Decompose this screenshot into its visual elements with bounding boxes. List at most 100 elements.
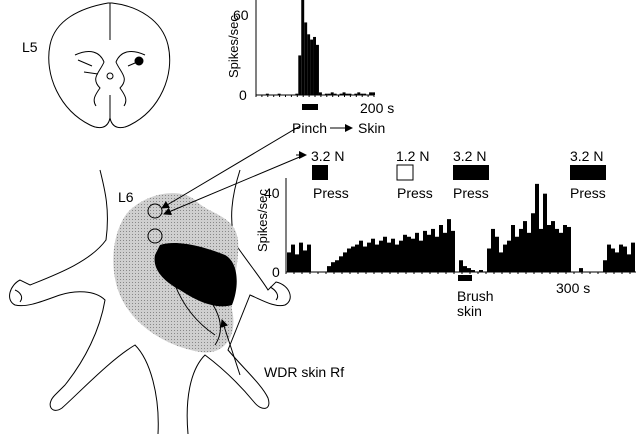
histogram-bar <box>395 244 399 272</box>
histogram-bar <box>527 232 531 272</box>
histogram-bar <box>623 246 627 272</box>
histogram-bar <box>343 252 347 272</box>
label-l6: L6 <box>118 189 134 205</box>
histogram-bar <box>372 92 375 95</box>
pinch-arrow <box>161 125 301 209</box>
histogram-bar <box>318 92 322 95</box>
press-force-1: 3.2 N <box>311 148 345 164</box>
press-force-3: 3.2 N <box>453 148 487 164</box>
histogram-bar <box>619 244 623 272</box>
body-outline <box>9 169 291 434</box>
histogram-bar <box>347 248 351 272</box>
histogram-bar <box>348 93 352 95</box>
histogram-bar <box>399 240 403 272</box>
histogram-bar <box>479 270 483 272</box>
histogram-bar <box>427 234 431 272</box>
histogram-bar <box>327 266 331 272</box>
histogram-bar <box>265 93 269 95</box>
histogram-bar <box>511 225 515 272</box>
scalebar-200s: 200 s <box>360 100 395 116</box>
histogram-bar <box>363 246 367 272</box>
recording-site-marker <box>134 56 144 66</box>
press-bar-2 <box>396 164 414 181</box>
press-bar-3 <box>453 165 489 180</box>
histogram-bar <box>567 226 571 272</box>
histogram-bar <box>495 236 499 272</box>
histogram-bar <box>291 244 295 272</box>
histogram-bar <box>535 183 539 272</box>
y-label-top: Spikes/sec <box>226 15 241 78</box>
press-force-4: 3.2 N <box>570 148 604 164</box>
histogram-bar <box>443 232 447 272</box>
label-skin: Skin <box>358 120 386 136</box>
electrode-site-1 <box>147 203 163 219</box>
histogram-bar <box>627 254 631 272</box>
histogram-bar <box>431 228 435 272</box>
histogram-bar <box>423 230 427 272</box>
histogram-bar <box>379 240 383 272</box>
histogram-bar <box>471 270 475 272</box>
high-threshold-area <box>154 243 237 307</box>
histogram-bar <box>387 242 391 272</box>
histogram-bar <box>459 260 463 272</box>
label-wdr: WDR skin Rf <box>264 364 345 380</box>
histogram-bar <box>307 244 311 272</box>
histogram-bar <box>355 244 359 272</box>
histogram-bar <box>439 225 443 272</box>
histogram-bar <box>391 238 395 272</box>
histogram-bar <box>551 221 555 272</box>
histogram-bar <box>407 236 411 272</box>
histogram-bar <box>579 268 583 272</box>
histogram-bar <box>359 240 363 272</box>
histogram-bar <box>403 234 407 272</box>
histogram-bar <box>360 93 364 95</box>
histogram-bar <box>277 93 281 95</box>
histogram-bar <box>491 228 495 272</box>
histogram-bar <box>331 262 335 272</box>
histogram-bar <box>463 266 467 272</box>
histogram-bar <box>631 242 635 272</box>
label-brush-skin: skin <box>457 303 482 319</box>
press-bar-4 <box>570 165 606 180</box>
press-label-4: Press <box>570 185 606 201</box>
histogram-bar <box>515 236 519 272</box>
histogram-bar <box>503 244 507 272</box>
histogram-bar <box>345 93 349 95</box>
histogram-bar <box>519 228 523 272</box>
histogram-bar <box>615 252 619 272</box>
histogram-bar <box>301 0 305 95</box>
histogram-bar <box>327 93 331 95</box>
histogram-bar <box>316 44 319 95</box>
histogram-bar <box>611 248 615 272</box>
histogram-bar <box>339 93 343 95</box>
ytick-60: 60 <box>233 7 249 23</box>
histogram-bar <box>523 221 527 272</box>
press-label-3: Press <box>453 185 489 201</box>
histogram-bar <box>371 238 375 272</box>
electrode-site-2 <box>147 228 163 244</box>
histogram-bar <box>547 225 551 272</box>
press-bar-1 <box>312 165 328 180</box>
histogram-bar <box>447 219 451 272</box>
histogram-bar <box>324 93 328 95</box>
scalebar-300s: 300 s <box>556 280 591 296</box>
label-l5: L5 <box>22 39 38 55</box>
histogram-bar <box>307 34 311 95</box>
histogram-bar <box>555 228 559 272</box>
histogram-bar <box>559 232 563 272</box>
histogram-bar <box>298 55 302 95</box>
histogram-bar <box>313 36 316 95</box>
histogram-bar <box>357 92 361 95</box>
histogram-bar <box>342 92 346 95</box>
histogram-bar <box>299 242 303 272</box>
ytick-0-bottom: 0 <box>272 264 280 280</box>
histogram-bar <box>451 230 455 272</box>
histogram-bar <box>330 92 334 95</box>
histogram-bar <box>543 193 547 272</box>
histogram-bar <box>295 254 299 272</box>
label-brush: Brush <box>457 288 494 304</box>
spinal-cord-section <box>48 2 171 129</box>
histogram-bar <box>539 228 543 272</box>
